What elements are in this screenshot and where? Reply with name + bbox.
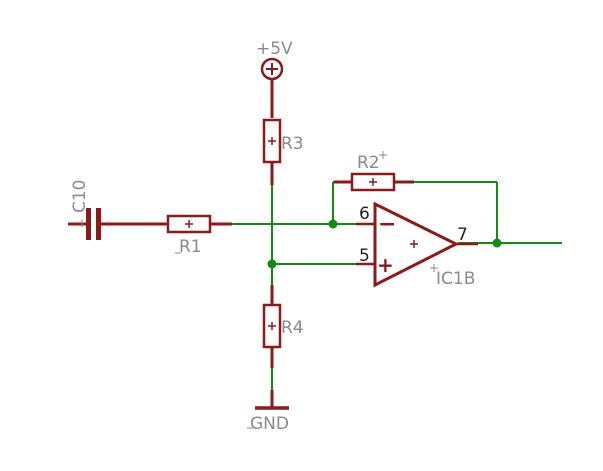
resistor-r3 [262,90,282,185]
junction-feedback [328,219,338,229]
r3-label: R3 [281,134,304,154]
gnd-label: GND [250,414,289,434]
vcc-supply-symbol [260,57,284,90]
pin-5-label: 5 [359,246,370,266]
resistor-r2 [334,172,414,192]
r1-label: R1 [179,237,202,257]
vcc-label: +5V [256,39,293,59]
wires [68,80,562,407]
opamp-inverting-sign: − [378,212,396,237]
r4-label: R4 [281,318,304,338]
ground-symbol [255,390,289,410]
opamp-ic1b [356,201,478,288]
ic1b-label: IC1B [436,269,475,289]
pin-6-label: 6 [359,204,370,224]
capacitor-c10 [68,208,128,240]
pin-7-label: 7 [457,225,468,245]
c10-label: C10 [70,179,90,213]
resistor-r1 [128,214,232,234]
opamp-noninverting-sign: + [377,253,394,277]
resistor-r4 [262,285,282,368]
r2-label: R2 [357,153,380,173]
junction-output [492,238,502,248]
junction-divider [267,259,277,269]
